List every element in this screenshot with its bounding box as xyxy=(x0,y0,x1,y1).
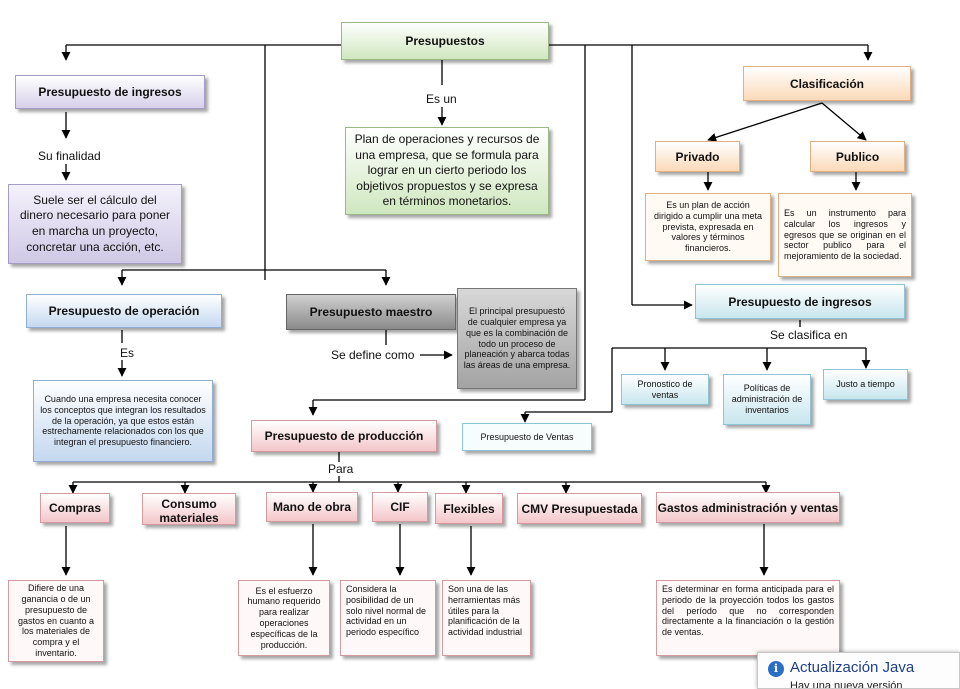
su-finalidad-label: Su finalidad xyxy=(38,149,101,163)
flexibles-node: Flexibles xyxy=(435,493,503,524)
definition-text: Plan de operaciones y recursos de una em… xyxy=(354,132,540,209)
compras-desc: Difiere de una ganancia o de un presupue… xyxy=(8,580,104,662)
compras-desc-text: Difiere de una ganancia o de un presupue… xyxy=(17,583,95,658)
info-icon: i xyxy=(768,661,784,677)
definition-node: Plan de operaciones y recursos de una em… xyxy=(345,127,549,215)
root-title: Presupuestos xyxy=(405,34,485,48)
privado-desc-text: Es un plan de acción dirigido a cumplir … xyxy=(653,200,763,254)
mano-obra-title: Mano de obra xyxy=(272,500,351,514)
compras-title: Compras xyxy=(48,501,101,515)
cmv-title: CMV Presupuestada xyxy=(521,501,638,516)
gastos-node: Gastos administración y ventas xyxy=(656,492,840,523)
clasificacion-node: Clasificación xyxy=(743,66,911,101)
pronostico-node: Pronostico de ventas xyxy=(621,374,709,405)
se-clasifica-en-label: Se clasifica en xyxy=(770,328,848,342)
politicas-node: Políticas de administración de inventari… xyxy=(723,374,811,425)
consumo-title: Consumo materiales xyxy=(159,497,219,525)
ingresos-left-desc: Suele ser el cálculo del dinero necesari… xyxy=(8,184,182,264)
ventas-text: Presupuesto de Ventas xyxy=(480,431,574,442)
ingresos-left-node: Presupuesto de ingresos xyxy=(15,75,205,109)
produccion-node: Presupuesto de producción xyxy=(251,420,437,452)
ingresos-right-title: Presupuesto de ingresos xyxy=(728,294,872,309)
politicas-text: Políticas de administración de inventari… xyxy=(731,383,803,415)
mano-obra-desc-text: Es el esfuerzo humano requerido para rea… xyxy=(247,585,321,650)
maestro-desc: El principal presupuestó de cualquier em… xyxy=(457,288,577,389)
flexibles-desc: Son una de las herramientas más útiles p… xyxy=(442,580,531,656)
gastos-title: Gastos administración y ventas xyxy=(657,500,839,515)
compras-node: Compras xyxy=(40,493,110,523)
publico-desc: Es un instrumento para calcular los ingr… xyxy=(778,193,912,277)
java-update-notification[interactable]: i Actualización Java Hay una nueva versi… xyxy=(757,652,960,689)
ingresos-left-desc-text: Suele ser el cálculo del dinero necesari… xyxy=(19,192,171,254)
gastos-desc-text: Es determinar en forma anticipada para e… xyxy=(662,584,834,638)
se-define-como-label: Se define como xyxy=(331,348,415,362)
operacion-node: Presupuesto de operación xyxy=(26,294,222,328)
publico-title: Publico xyxy=(835,149,880,164)
flexibles-desc-text: Son una de las herramientas más útiles p… xyxy=(448,584,523,638)
flexibles-title: Flexibles xyxy=(443,501,495,516)
gastos-desc: Es determinar en forma anticipada para e… xyxy=(656,580,840,656)
notification-title: Actualización Java xyxy=(790,659,915,676)
justo-text: Justo a tiempo xyxy=(836,379,895,390)
para-label: Para xyxy=(328,462,354,476)
clasificacion-title: Clasificación xyxy=(789,76,865,91)
notification-body: Hay una nueva versión xyxy=(790,680,903,689)
maestro-desc-text: El principal presupuestó de cualquier em… xyxy=(463,306,571,371)
operacion-desc: Cuando una empresa necesita conocer los … xyxy=(33,380,213,462)
maestro-node: Presupuesto maestro xyxy=(286,294,456,330)
mano-obra-desc: Es el esfuerzo humano requerido para rea… xyxy=(238,580,330,656)
produccion-title: Presupuesto de producción xyxy=(264,429,424,443)
ingresos-right-node: Presupuesto de ingresos xyxy=(695,284,905,319)
privado-title: Privado xyxy=(675,149,720,164)
ventas-node: Presupuesto de Ventas xyxy=(462,423,592,451)
cif-title: CIF xyxy=(390,500,410,514)
operacion-title: Presupuesto de operación xyxy=(48,304,200,318)
pronostico-text: Pronostico de ventas xyxy=(637,378,693,400)
consumo-node: Consumo materiales xyxy=(142,493,236,525)
operacion-desc-text: Cuando una empresa necesita conocer los … xyxy=(40,394,206,448)
justo-node: Justo a tiempo xyxy=(823,369,908,400)
maestro-title: Presupuesto maestro xyxy=(309,305,433,319)
cmv-node: CMV Presupuestada xyxy=(517,493,642,524)
cif-node: CIF xyxy=(372,492,428,522)
mano-obra-node: Mano de obra xyxy=(266,492,358,522)
cif-desc-text: Considera la posibilidad de un solo nive… xyxy=(346,584,427,638)
operacion-es-label: Es xyxy=(120,346,135,360)
privado-node: Privado xyxy=(655,141,740,172)
publico-desc-text: Es un instrumento para calcular los ingr… xyxy=(784,208,906,262)
privado-desc: Es un plan de acción dirigido a cumplir … xyxy=(645,193,771,261)
publico-node: Publico xyxy=(810,141,905,172)
es-un-label: Es un xyxy=(426,92,457,106)
root-node: Presupuestos xyxy=(341,22,549,60)
cif-desc: Considera la posibilidad de un solo nive… xyxy=(340,580,436,656)
ingresos-left-title: Presupuesto de ingresos xyxy=(38,85,182,99)
